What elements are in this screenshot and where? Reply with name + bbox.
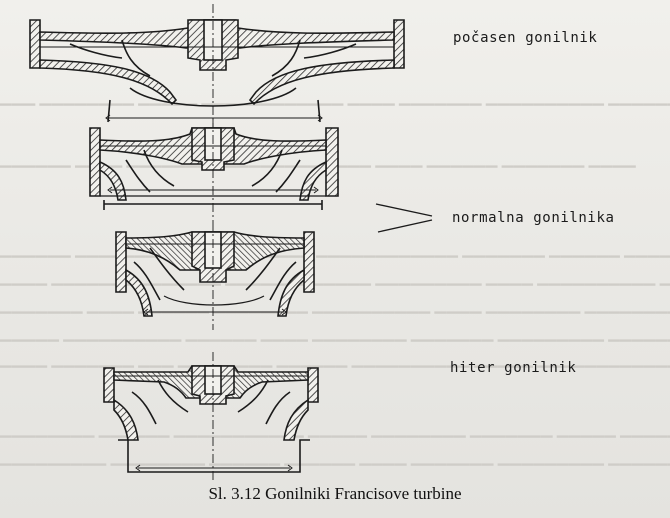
label-leader-lines bbox=[375, 203, 433, 233]
slow-runner-drawing bbox=[29, 4, 405, 130]
slow-runner-label: počasen gonilnik bbox=[453, 30, 598, 46]
normal-runner-drawing-1 bbox=[89, 118, 339, 222]
normal-runner-label: normalna gonilnika bbox=[452, 210, 615, 226]
show-through-line: ▁▁▁▁▁▁▁▁▁ ▁▁▁▁▁▁▁▁ ▁▁▁▁▁▁ ▁▁▁▁▁▁ ▁▁▁▁ ▁▁… bbox=[0, 450, 670, 466]
figure-caption: Sl. 3.12 Gonilniki Francisove turbine bbox=[208, 484, 462, 503]
show-through-line: ▁▁▁▁ ▁▁▁▁▁▁▁ ▁▁▁ ▁▁▁▁▁▁▁▁ ▁▁▁▁▁▁ ▁▁▁▁▁▁▁… bbox=[0, 352, 670, 368]
fast-runner-label: hiter gonilnik bbox=[450, 360, 577, 376]
fast-runner-drawing bbox=[103, 352, 319, 482]
show-through-line: ▁▁▁▁▁ ▁▁▁▁▁▁▁▁▁▁ ▁▁▁▁▁▁ ▁▁▁▁ ▁▁▁▁▁▁▁▁ ▁▁… bbox=[0, 326, 670, 342]
show-through-line: ▁▁▁▁ ▁▁▁▁▁▁ ▁▁▁▁▁▁▁▁ ▁▁▁▁▁▁▁ ▁▁▁▁▁ ▁▁▁▁▁… bbox=[0, 270, 670, 286]
normal-runner-drawing-2 bbox=[115, 222, 315, 330]
show-through-line: ▁▁▁▁▁▁▁ ▁▁▁▁ ▁▁▁▁▁▁ ▁▁▁▁▁▁▁▁ ▁▁▁▁▁▁▁▁▁▁ … bbox=[0, 298, 670, 314]
show-through-line: ▁▁▁▁▁▁▁▁ ▁▁▁▁▁▁ ▁▁▁▁▁▁▁▁▁▁▁ ▁▁▁▁▁ ▁▁▁▁▁▁… bbox=[0, 422, 670, 438]
